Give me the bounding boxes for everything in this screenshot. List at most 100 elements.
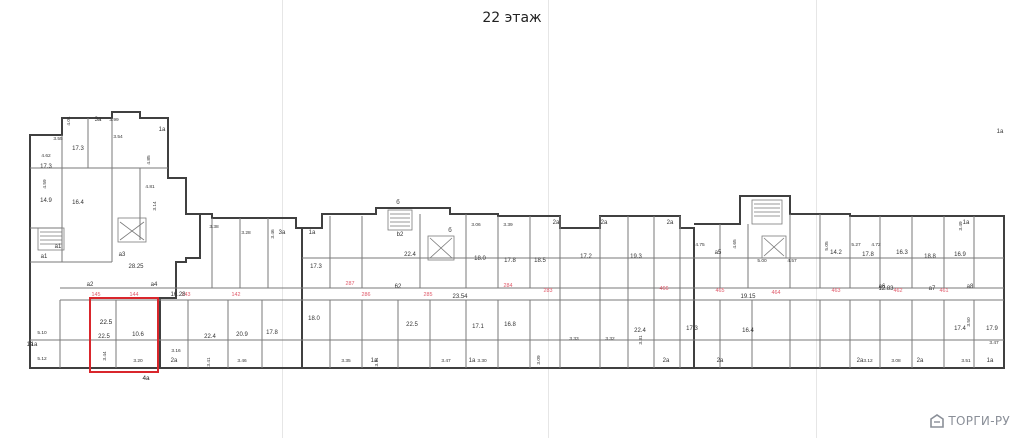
room-area: 17.4	[954, 326, 966, 332]
corridor-number: 461	[940, 288, 949, 294]
dimension-label: 3.51	[961, 358, 971, 364]
dimension-label: 3.99	[109, 117, 119, 123]
room-area: 12.83	[878, 286, 894, 292]
apartment-label: 2а	[667, 220, 674, 226]
dimension-label: 3.14	[152, 201, 158, 211]
room-area: 28.25	[128, 264, 144, 270]
dimension-label: 5.12	[37, 356, 47, 362]
room-area: 19.15	[740, 294, 756, 300]
dimension-label: 3.55	[53, 136, 63, 142]
corridor-number: 464	[772, 290, 781, 296]
room-area: 16.9	[954, 252, 966, 258]
building-outline	[29, 111, 1005, 369]
plan-marker: a1	[55, 244, 62, 250]
dimension-label: 3.12	[863, 358, 873, 364]
room-area: 22.5	[406, 322, 418, 328]
dimension-label: 5.00	[757, 258, 767, 264]
corridor-number: 143	[182, 292, 191, 298]
apartment-label: 1а	[963, 220, 970, 226]
room-area: 18.0	[308, 316, 320, 322]
apartment-label: 2а	[717, 358, 724, 364]
plan-marker: a6	[879, 284, 886, 290]
stairwells	[37, 199, 787, 261]
dimension-label: 3.49	[958, 221, 964, 231]
corridor-number: 462	[894, 288, 903, 294]
dimension-label: 3.28	[241, 230, 251, 236]
plan-marker: 62	[395, 284, 402, 290]
dimension-label: 3.06	[471, 222, 481, 228]
apartment-label: 2а	[553, 220, 560, 226]
apartment-label: 1а	[987, 358, 994, 364]
room-area: 22.4	[634, 328, 646, 334]
room-area: 17.3	[686, 326, 698, 332]
room-area: 17.1	[472, 324, 484, 330]
corridor-number: 465	[716, 288, 725, 294]
corridor-number: 466	[660, 286, 669, 292]
dimension-label: 5.10	[37, 330, 47, 336]
floor-title: 22 этаж	[482, 10, 542, 26]
apartment-label: 1а	[309, 230, 316, 236]
brand-mark-icon	[930, 414, 945, 428]
room-area: 14.9	[40, 198, 52, 204]
apartment-label: 1а	[371, 358, 378, 364]
page-fold	[548, 0, 549, 438]
dimension-label: 4.81	[145, 184, 155, 190]
room-area: 16.4	[742, 328, 754, 334]
dimension-label: 4.72	[871, 242, 881, 248]
dimension-label: 3.32	[605, 336, 615, 342]
apartment-label: 2а	[171, 358, 178, 364]
corridor-number: 284	[504, 283, 513, 289]
room-area: 18.5	[534, 258, 546, 264]
room-area: 18.0	[474, 256, 486, 262]
plan-marker: б	[448, 228, 452, 234]
dimension-label: 4.59	[42, 179, 48, 189]
room-area: 17.3	[40, 164, 52, 170]
dimension-label: 3.47	[989, 340, 999, 346]
room-area: 17.3	[72, 146, 84, 152]
brand-name: ТОРГИ-РУ	[948, 414, 1010, 428]
plan-marker: a8	[967, 284, 974, 290]
room-area: 16.3	[896, 250, 908, 256]
room-area: 14.2	[830, 250, 842, 256]
dimension-label: 3.39	[503, 222, 513, 228]
apartment-label: 2а	[601, 220, 608, 226]
plan-marker: a2	[87, 282, 94, 288]
room-area: 20.9	[236, 332, 248, 338]
page-fold	[816, 0, 817, 438]
dimension-label: 3.31	[638, 335, 644, 345]
apartment-label: 3а	[95, 117, 102, 123]
plan-marker: b2	[397, 232, 404, 238]
highlighted-apartment-label: 4а	[142, 375, 150, 382]
dimension-label: 4.75	[695, 242, 705, 248]
room-area: 17.8	[862, 252, 874, 258]
dimension-label: 4.85	[146, 155, 152, 165]
dimension-label: 3.46	[270, 229, 276, 239]
dimension-label: 3.50	[966, 317, 972, 327]
dimension-label: 5.05	[824, 241, 830, 251]
apartment-label: 1а	[469, 358, 476, 364]
corridor-number: 286	[362, 292, 371, 298]
dimension-label: 3.38	[209, 224, 219, 230]
apartment-label: 1а	[159, 127, 166, 133]
apartment-label: 1а	[31, 342, 38, 348]
room-area: 16.28	[170, 292, 186, 298]
apartment-label: 3а	[279, 230, 286, 236]
room-area: 22.4	[204, 334, 216, 340]
dimension-label: 3.54	[113, 134, 123, 140]
corridor-number: 463	[832, 288, 841, 294]
apartment-label: 2а	[663, 358, 670, 364]
compass-marker: а1	[41, 254, 48, 260]
dimension-label: 3.41	[206, 357, 212, 367]
dimension-label: 3.11	[374, 357, 380, 366]
apartment-label: 1а	[27, 342, 34, 348]
corridor-number: 283	[544, 288, 553, 294]
room-area: 17.8	[266, 330, 278, 336]
interior-walls	[30, 118, 1004, 368]
dimension-label: 3.33	[569, 336, 579, 342]
room-area: 17.9	[986, 326, 998, 332]
dimension-label: 4.65	[732, 239, 738, 249]
corridor-number: 142	[232, 292, 241, 298]
dimension-label: 3.46	[237, 358, 247, 364]
